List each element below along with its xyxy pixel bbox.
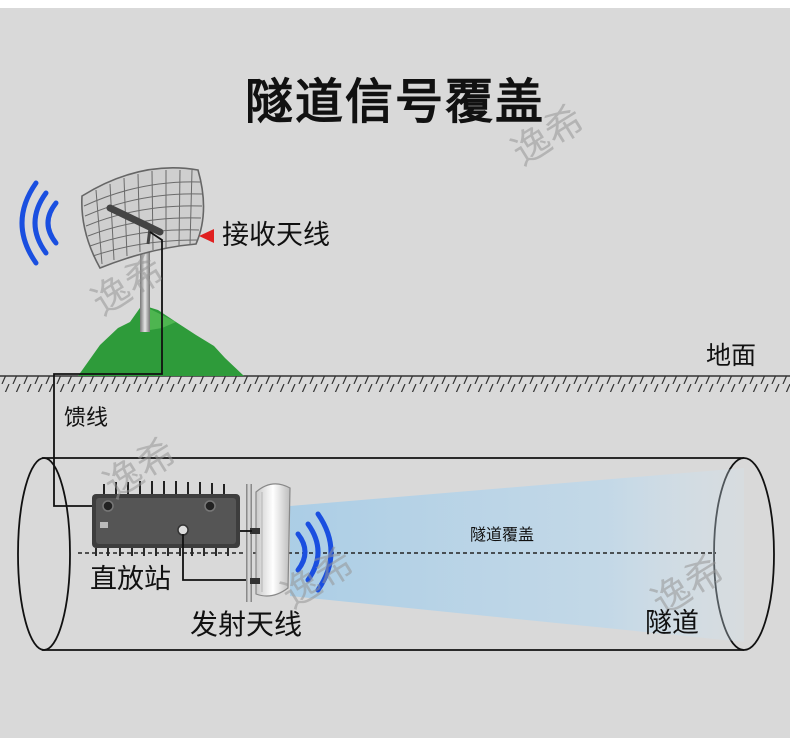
ground-label: 地面	[706, 341, 757, 370]
tunnel-label: 隧道	[645, 608, 699, 639]
coverage-beam	[290, 468, 744, 642]
repeater-unit-icon	[92, 481, 240, 556]
panel-antenna-icon	[250, 483, 291, 597]
jumper-cable	[182, 534, 246, 581]
feeder-cable	[53, 231, 163, 507]
receive-signal-waves-icon	[19, 180, 59, 266]
transmit-signal-waves-icon	[295, 511, 334, 593]
tunnel-coverage-label: 隧道覆盖	[470, 525, 535, 544]
receive-antenna-label: 接收天线	[222, 220, 330, 251]
antenna-mast	[140, 228, 150, 332]
repeater-label: 直放站	[90, 564, 171, 595]
mountain	[78, 305, 244, 376]
grid-parabolic-antenna-icon	[81, 167, 205, 270]
page-title: 隧道信号覆盖	[244, 74, 545, 130]
mountain-highlight	[142, 305, 176, 330]
transmit-antenna-pole	[246, 484, 252, 602]
transmit-antenna-label: 发射天线	[190, 608, 303, 641]
receive-antenna-pointer-icon	[199, 229, 214, 243]
feeder-label: 馈线	[64, 406, 109, 431]
ground-surface	[0, 375, 790, 392]
